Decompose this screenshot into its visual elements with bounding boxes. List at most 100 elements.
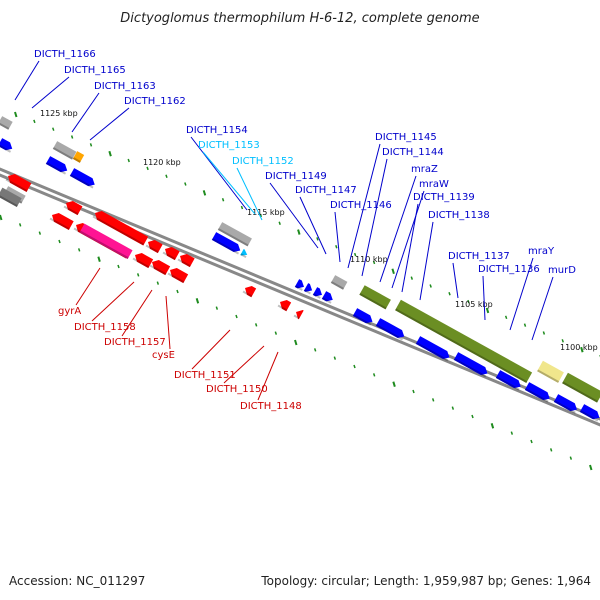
tick-mark [448,292,451,296]
forward-gene-shape [579,404,600,420]
gene-label: DICTH_1153 [198,140,260,151]
label-leader [482,275,486,321]
reverse-gene [145,240,163,254]
tick-mark [542,331,546,335]
gene-label: cysE [152,350,175,361]
label-leader [236,167,263,221]
pseudogene [52,141,77,160]
forward-gene-shade [524,388,549,403]
forward-gene-shade [495,376,520,391]
forward-gene [303,283,313,295]
tick-mark [240,205,244,210]
scale-label: 1120 kbp [143,158,181,167]
reverse-gene-shade [145,244,159,254]
gene-label: DICTH_1154 [186,125,248,136]
forward-gene-shade [415,342,449,362]
forward-gene-shade [579,410,599,422]
forward-gene [453,352,488,378]
forward-gene-shade [211,238,240,255]
gene-label: DICTH_1138 [428,210,490,221]
gene-features [0,116,600,422]
reverse-gene [92,211,149,246]
label-leader [401,203,419,293]
reverse-gene [177,254,195,268]
reverse-gene-shape [52,213,74,231]
label-leader [14,60,40,101]
forward-gene-shape [495,370,521,389]
reverse-gene-shape [95,211,149,246]
rna-gene [240,248,248,258]
reverse-gene [49,213,74,231]
forward-gene-shape [303,283,313,292]
label-leader [165,295,171,350]
tick-mark [297,229,301,235]
reverse-gene [149,260,171,276]
grey-gene-lower-shape [0,187,22,208]
tick-mark [580,346,584,353]
tick-mark [14,111,18,118]
reverse-gene [63,201,83,216]
tick-mark [33,119,36,124]
orange-gene [72,151,85,163]
pseudogene-shade [0,122,10,130]
pseudogene-shape [52,141,77,160]
tick-mark [294,339,298,346]
reverse-gene-shape [66,201,83,216]
tick-mark [58,239,61,244]
scale-label: 1100 kbp [560,343,598,352]
backbone-inner [0,173,600,427]
label-leader [391,190,425,289]
gene-label: DICTH_1139 [413,192,475,203]
tick-mark [391,268,395,275]
label-leader [257,351,279,401]
gene-label: DICTH_1162 [124,96,186,107]
operon-band-shade [562,381,599,403]
tick-mark [471,414,474,419]
pseudogene [0,116,13,130]
highlight-band-shape [537,360,564,383]
tick-mark [490,423,495,429]
orange-gene-shade [72,157,81,163]
forward-gene-shape [524,382,550,401]
tick-mark [108,150,112,157]
label-leader [121,289,153,337]
label-leader [91,281,135,322]
label-leader [361,158,388,277]
gene-label: DICTH_1157 [104,337,166,348]
reverse-gene-shape [148,240,163,254]
label-leader [71,92,100,133]
gene-label: DICTH_1145 [375,132,437,143]
label-leader [299,196,327,255]
gene-label: mraZ [411,164,438,175]
forward-gene [312,287,322,299]
tick-mark [431,398,435,402]
forward-gene [579,404,600,422]
pseudogene [217,222,252,247]
tick-mark [221,197,225,202]
gene-label: mraY [528,246,555,257]
genome-backbone [0,167,600,427]
label-leader [269,182,319,249]
gene-label: DICTH_1166 [34,49,96,60]
gene-label: DICTH_1144 [382,147,444,158]
tick-mark [429,284,432,288]
gene-label: DICTH_1150 [206,384,268,395]
tick-mark [313,348,317,352]
tick-mark [485,307,490,314]
reverse-gene-shape [8,174,32,193]
operon-band-shape [359,285,391,310]
label-leader [509,257,534,331]
forward-gene-shade [375,324,404,341]
forward-gene-shade [294,285,303,291]
forward-gene-shape [211,232,241,253]
gene-label: gyrA [58,306,81,317]
genome-summary-text: Topology: circular; Length: 1,959,987 bp… [260,574,591,588]
tick-mark [127,158,130,163]
label-leader [202,151,256,215]
forward-gene-shade [312,293,321,299]
pseudogene [330,275,348,290]
forward-gene-shade [0,144,12,153]
tick-mark [353,252,357,257]
